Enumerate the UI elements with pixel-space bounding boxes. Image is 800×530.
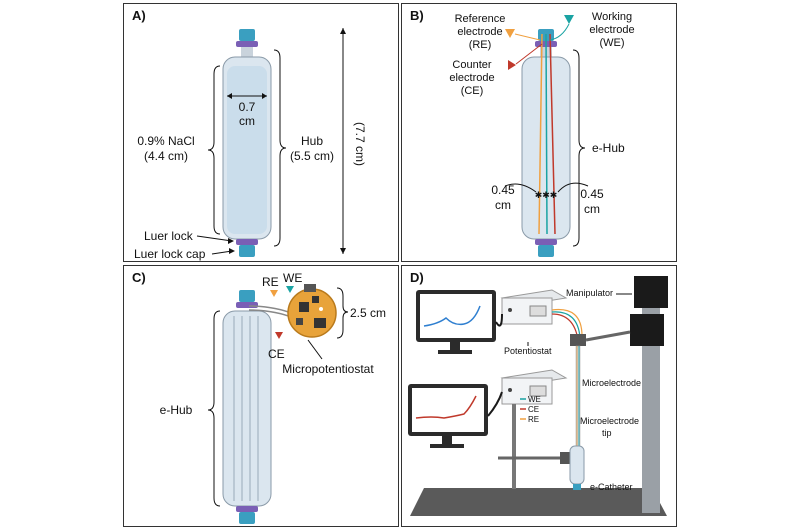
nacl-label-1: 0.9% NaCl <box>137 134 194 148</box>
electrode-tips: ✱✱✱ <box>535 190 558 200</box>
monitor-cable-top <box>495 313 503 327</box>
potentiostat-top <box>500 289 568 325</box>
panel-b: B) Reference electrode (RE) Working elec… <box>401 3 677 262</box>
wire-legend: WE CE RE <box>520 395 541 424</box>
panel-b-diagram: B) Reference electrode (RE) Working elec… <box>410 8 635 257</box>
re-marker <box>505 29 515 38</box>
right-gap-arrow <box>557 182 589 193</box>
device-pointer <box>307 339 323 360</box>
panel-a-letter: A) <box>132 8 146 23</box>
we-label-1: Working <box>592 11 632 23</box>
we-marker <box>564 15 574 24</box>
ce-marker <box>508 60 516 70</box>
luer-lock-bottom <box>236 506 258 524</box>
nacl-brace <box>207 65 221 235</box>
panel-a: A) 0.7 cm 0.9% NaCl (4.4 cm) Hub (5.5 cm… <box>123 3 399 262</box>
legend-re: RE <box>528 415 539 424</box>
holder-arm <box>585 330 631 342</box>
e-hub-label: e-Hub <box>160 403 193 417</box>
left-gap-label-1: 0.45 <box>491 183 515 197</box>
microelectrode <box>575 345 581 447</box>
panel-c-diagram: C) RE WE CE 2.5 cm <box>132 270 386 524</box>
luer-cap-top <box>236 29 258 57</box>
tube-wires <box>233 316 259 501</box>
legend-we: WE <box>528 395 541 404</box>
right-gap-label-2: cm <box>584 202 600 216</box>
nacl-label-2: (4.4 cm) <box>144 149 188 163</box>
ce-label-3: (CE) <box>461 85 484 97</box>
e-hub-brace <box>572 49 586 247</box>
hub-label-2: (5.5 cm) <box>290 149 334 163</box>
luer-lock-label: Luer lock <box>144 229 194 243</box>
base-plate <box>410 488 667 516</box>
wire-re <box>551 308 583 337</box>
hub-brace <box>273 49 287 247</box>
re-label-3: (RE) <box>469 39 492 51</box>
manipulator-label: Manipulator <box>566 288 613 298</box>
wire-we <box>551 311 581 339</box>
manipulator-clamp <box>630 314 664 346</box>
board-size-label: 2.5 cm <box>350 306 386 320</box>
luer-lock-bottom <box>535 239 557 257</box>
left-gap-label-2: cm <box>495 198 511 212</box>
width-label-1: 0.7 <box>239 100 256 114</box>
re-label-1: Reference <box>455 13 506 25</box>
panel-a-diagram: A) 0.7 cm 0.9% NaCl (4.4 cm) Hub (5.5 cm… <box>132 8 367 261</box>
manipulator-head <box>634 276 668 308</box>
tip-label-1: Microelectrode <box>580 416 639 426</box>
panel-d-letter: D) <box>410 270 424 285</box>
board-size-brace <box>336 287 349 339</box>
micropotentiostat-label: Micropotentiostat <box>282 362 374 376</box>
e-catheter <box>569 445 585 485</box>
ce-label: CE <box>268 347 285 361</box>
ce-wire <box>549 33 556 235</box>
ce-marker <box>275 332 283 339</box>
potentiostat-label: Potentiostat <box>504 346 552 356</box>
width-label-2: cm <box>239 114 255 128</box>
potentiostat-bottom <box>500 369 568 405</box>
e-hub-label: e-Hub <box>592 141 625 155</box>
we-wire <box>545 33 548 235</box>
e-hub-brace <box>207 310 221 507</box>
ce-label-2: electrode <box>449 72 494 84</box>
luer-cap-label: Luer lock cap <box>134 247 206 261</box>
panel-c-letter: C) <box>132 270 146 285</box>
hub-label-1: Hub <box>301 134 323 148</box>
electrode-holder <box>570 334 586 346</box>
catheter-label: e-Catheter <box>590 482 633 492</box>
panel-b-letter: B) <box>410 8 424 23</box>
panel-d: D) Manipulator <box>401 265 677 527</box>
re-label-2: electrode <box>457 26 502 38</box>
monitor-top <box>416 290 496 354</box>
tip-label-2: tip <box>602 428 612 438</box>
we-label-3: (WE) <box>599 37 624 49</box>
luer-lock-bottom <box>236 239 258 257</box>
re-label: RE <box>262 275 279 289</box>
monitor-bottom <box>408 384 488 448</box>
saline-fill <box>227 66 267 234</box>
panel-d-diagram: D) Manipulator <box>408 270 668 516</box>
luer-cap-top <box>236 290 258 308</box>
e-hub-tube <box>222 310 272 507</box>
panel-c: C) RE WE CE 2.5 cm <box>123 265 399 527</box>
monitor-cable-bottom <box>487 391 503 417</box>
micropotentiostat-board <box>287 284 337 338</box>
left-gap-arrow <box>504 183 537 193</box>
stand-pole <box>512 404 516 489</box>
re-wire <box>538 33 543 235</box>
re-marker <box>270 290 278 297</box>
total-length-label: (7.7 cm) <box>353 122 367 166</box>
manipulator-rail <box>642 308 660 513</box>
right-gap-label-1: 0.45 <box>580 187 604 201</box>
ce-label-1: Counter <box>452 59 491 71</box>
we-label-2: electrode <box>589 24 634 36</box>
we-marker <box>286 286 294 293</box>
legend-ce: CE <box>528 405 539 414</box>
microelectrode-label: Microelectrode <box>582 378 641 388</box>
we-label: WE <box>283 271 302 285</box>
